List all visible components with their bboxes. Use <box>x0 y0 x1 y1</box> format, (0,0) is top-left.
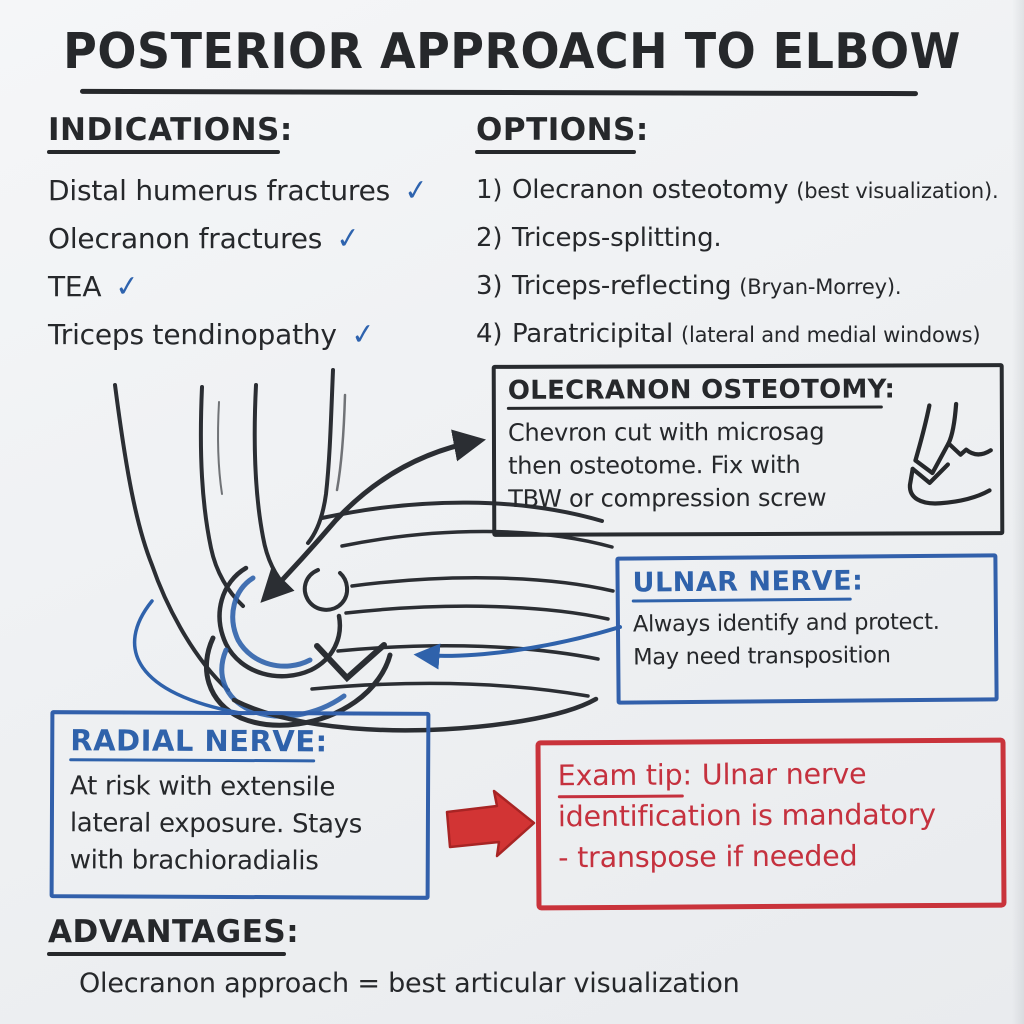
ulnar-nerve-body: Always identify and protect. May need tr… <box>633 605 982 674</box>
osteotomy-heading: OLECRANON OSTEOTOMY: <box>507 374 896 406</box>
list-item: Triceps tendinopathy ✓ <box>48 310 428 358</box>
advantages-heading: ADVANTAGES: <box>46 914 300 956</box>
option-label: Paratricipital <box>512 319 673 349</box>
radial-nerve-box: RADIAL NERVE: At risk with extensile lat… <box>49 710 431 900</box>
exam-tip-line: - transpose if needed <box>558 839 858 875</box>
exam-tip-line: identification is mandatory <box>557 797 936 834</box>
indication-label: Distal humerus fractures <box>48 173 391 207</box>
indications-section: INDICATIONS: Distal humerus fractures ✓ … <box>47 112 430 358</box>
radial-nerve-line: lateral exposure. Stays <box>69 808 363 840</box>
check-icon: ✓ <box>402 171 430 209</box>
forearm-line <box>310 681 590 698</box>
option-label: Olecranon osteotomy <box>512 175 789 205</box>
list-item: Distal humerus fractures ✓ <box>48 166 430 214</box>
option-label: Triceps-reflecting <box>512 271 732 301</box>
advantages-section: ADVANTAGES: Olecranon approach = best ar… <box>46 914 740 999</box>
check-icon: ✓ <box>349 315 377 353</box>
humerus-line <box>252 383 290 591</box>
chevron-cut-icon <box>907 401 993 506</box>
list-item: Olecranon fractures ✓ <box>48 214 428 262</box>
options-heading: OPTIONS: <box>475 112 649 154</box>
forearm-line <box>231 696 599 733</box>
list-item: TEA ✓ <box>48 262 428 310</box>
exam-tip-arrow <box>445 789 536 858</box>
exam-tip-line1-rest: Ulnar nerve <box>701 757 867 792</box>
option-number: 1) <box>476 175 503 205</box>
olecranon-highlight <box>219 647 347 719</box>
indications-heading: INDICATIONS: <box>47 112 293 154</box>
option-note: (best visualization). <box>796 179 999 203</box>
radial-nerve-body: At risk with extensile lateral exposure.… <box>70 768 410 880</box>
indications-list: Distal humerus fractures ✓ Olecranon fra… <box>48 166 430 358</box>
advantages-line: Olecranon approach = best articular visu… <box>79 968 740 999</box>
check-icon: ✓ <box>334 219 363 257</box>
options-list: 1) Olecranon osteotomy (best visualization… <box>476 166 999 358</box>
check-icon: ✓ <box>113 267 142 305</box>
page-title: POSTERIOR APPROACH TO ELBOW <box>63 22 961 80</box>
osteotomy-body: Chevron cut with microsag then osteotome… <box>508 415 898 515</box>
osteotomy-line: then osteotome. Fix with <box>508 450 801 480</box>
option-number: 2) <box>476 223 503 253</box>
indication-label: TEA <box>48 269 102 303</box>
exam-tip-line: Exam tip: Ulnar nerve <box>558 753 984 797</box>
radial-nerve-line: with brachioradialis <box>69 845 319 877</box>
whiteboard-edge <box>1012 0 1024 1024</box>
ulnar-nerve-box: ULNAR NERVE: Always identify and protect… <box>615 553 999 705</box>
osteotomy-arrow <box>260 429 486 603</box>
option-note: (Bryan-Morrey). <box>739 275 902 299</box>
option-label: Triceps-splitting. <box>512 223 722 253</box>
radial-head-bump <box>302 568 349 612</box>
forearm-line <box>350 576 615 593</box>
radial-nerve-heading: RADIAL NERVE: <box>70 723 328 759</box>
trochlea-highlight <box>230 575 313 669</box>
options-section: OPTIONS: 1) Olecranon osteotomy (best visu… <box>475 112 999 358</box>
indication-label: Olecranon fractures <box>48 221 323 255</box>
ulnar-nerve-line: May need transposition <box>633 642 891 671</box>
exam-tip-box: Exam tip: Ulnar nerve identification is m… <box>535 737 1007 911</box>
humerus-line <box>335 393 347 492</box>
option-number: 4) <box>476 319 503 349</box>
list-item: 2) Triceps-splitting. <box>476 214 998 262</box>
indication-label: Triceps tendinopathy <box>48 317 337 351</box>
list-item: 1) Olecranon osteotomy (best visualization… <box>476 166 999 214</box>
exam-tip-label: Exam tip: <box>558 754 692 796</box>
trochlea-outline <box>217 565 343 679</box>
osteotomy-box: OLECRANON OSTEOTOMY: Chevron cut with mi… <box>491 363 1005 537</box>
forearm-line <box>344 604 610 621</box>
humerus-line <box>217 401 223 495</box>
osteotomy-line: TBW or compression screw <box>508 483 827 513</box>
radial-nerve-line: At risk with extensile <box>70 771 336 803</box>
option-number: 3) <box>476 271 503 301</box>
osteotomy-line: Chevron cut with microsag <box>507 417 825 447</box>
chevron-cut-mark <box>314 642 387 683</box>
ulnar-nerve-arrow <box>413 625 622 670</box>
humerus-line <box>113 383 230 692</box>
list-item: 3) Triceps-reflecting (Bryan-Morrey). <box>476 262 998 310</box>
forearm-line <box>336 643 600 661</box>
radial-nerve-connector <box>133 599 242 715</box>
list-item: 4) Paratricipital (lateral and medial wind… <box>476 310 998 358</box>
ulnar-nerve-line: Always identify and protect. <box>632 608 940 638</box>
option-note: (lateral and medial windows) <box>680 323 981 347</box>
ulnar-nerve-heading: ULNAR NERVE: <box>632 565 864 599</box>
